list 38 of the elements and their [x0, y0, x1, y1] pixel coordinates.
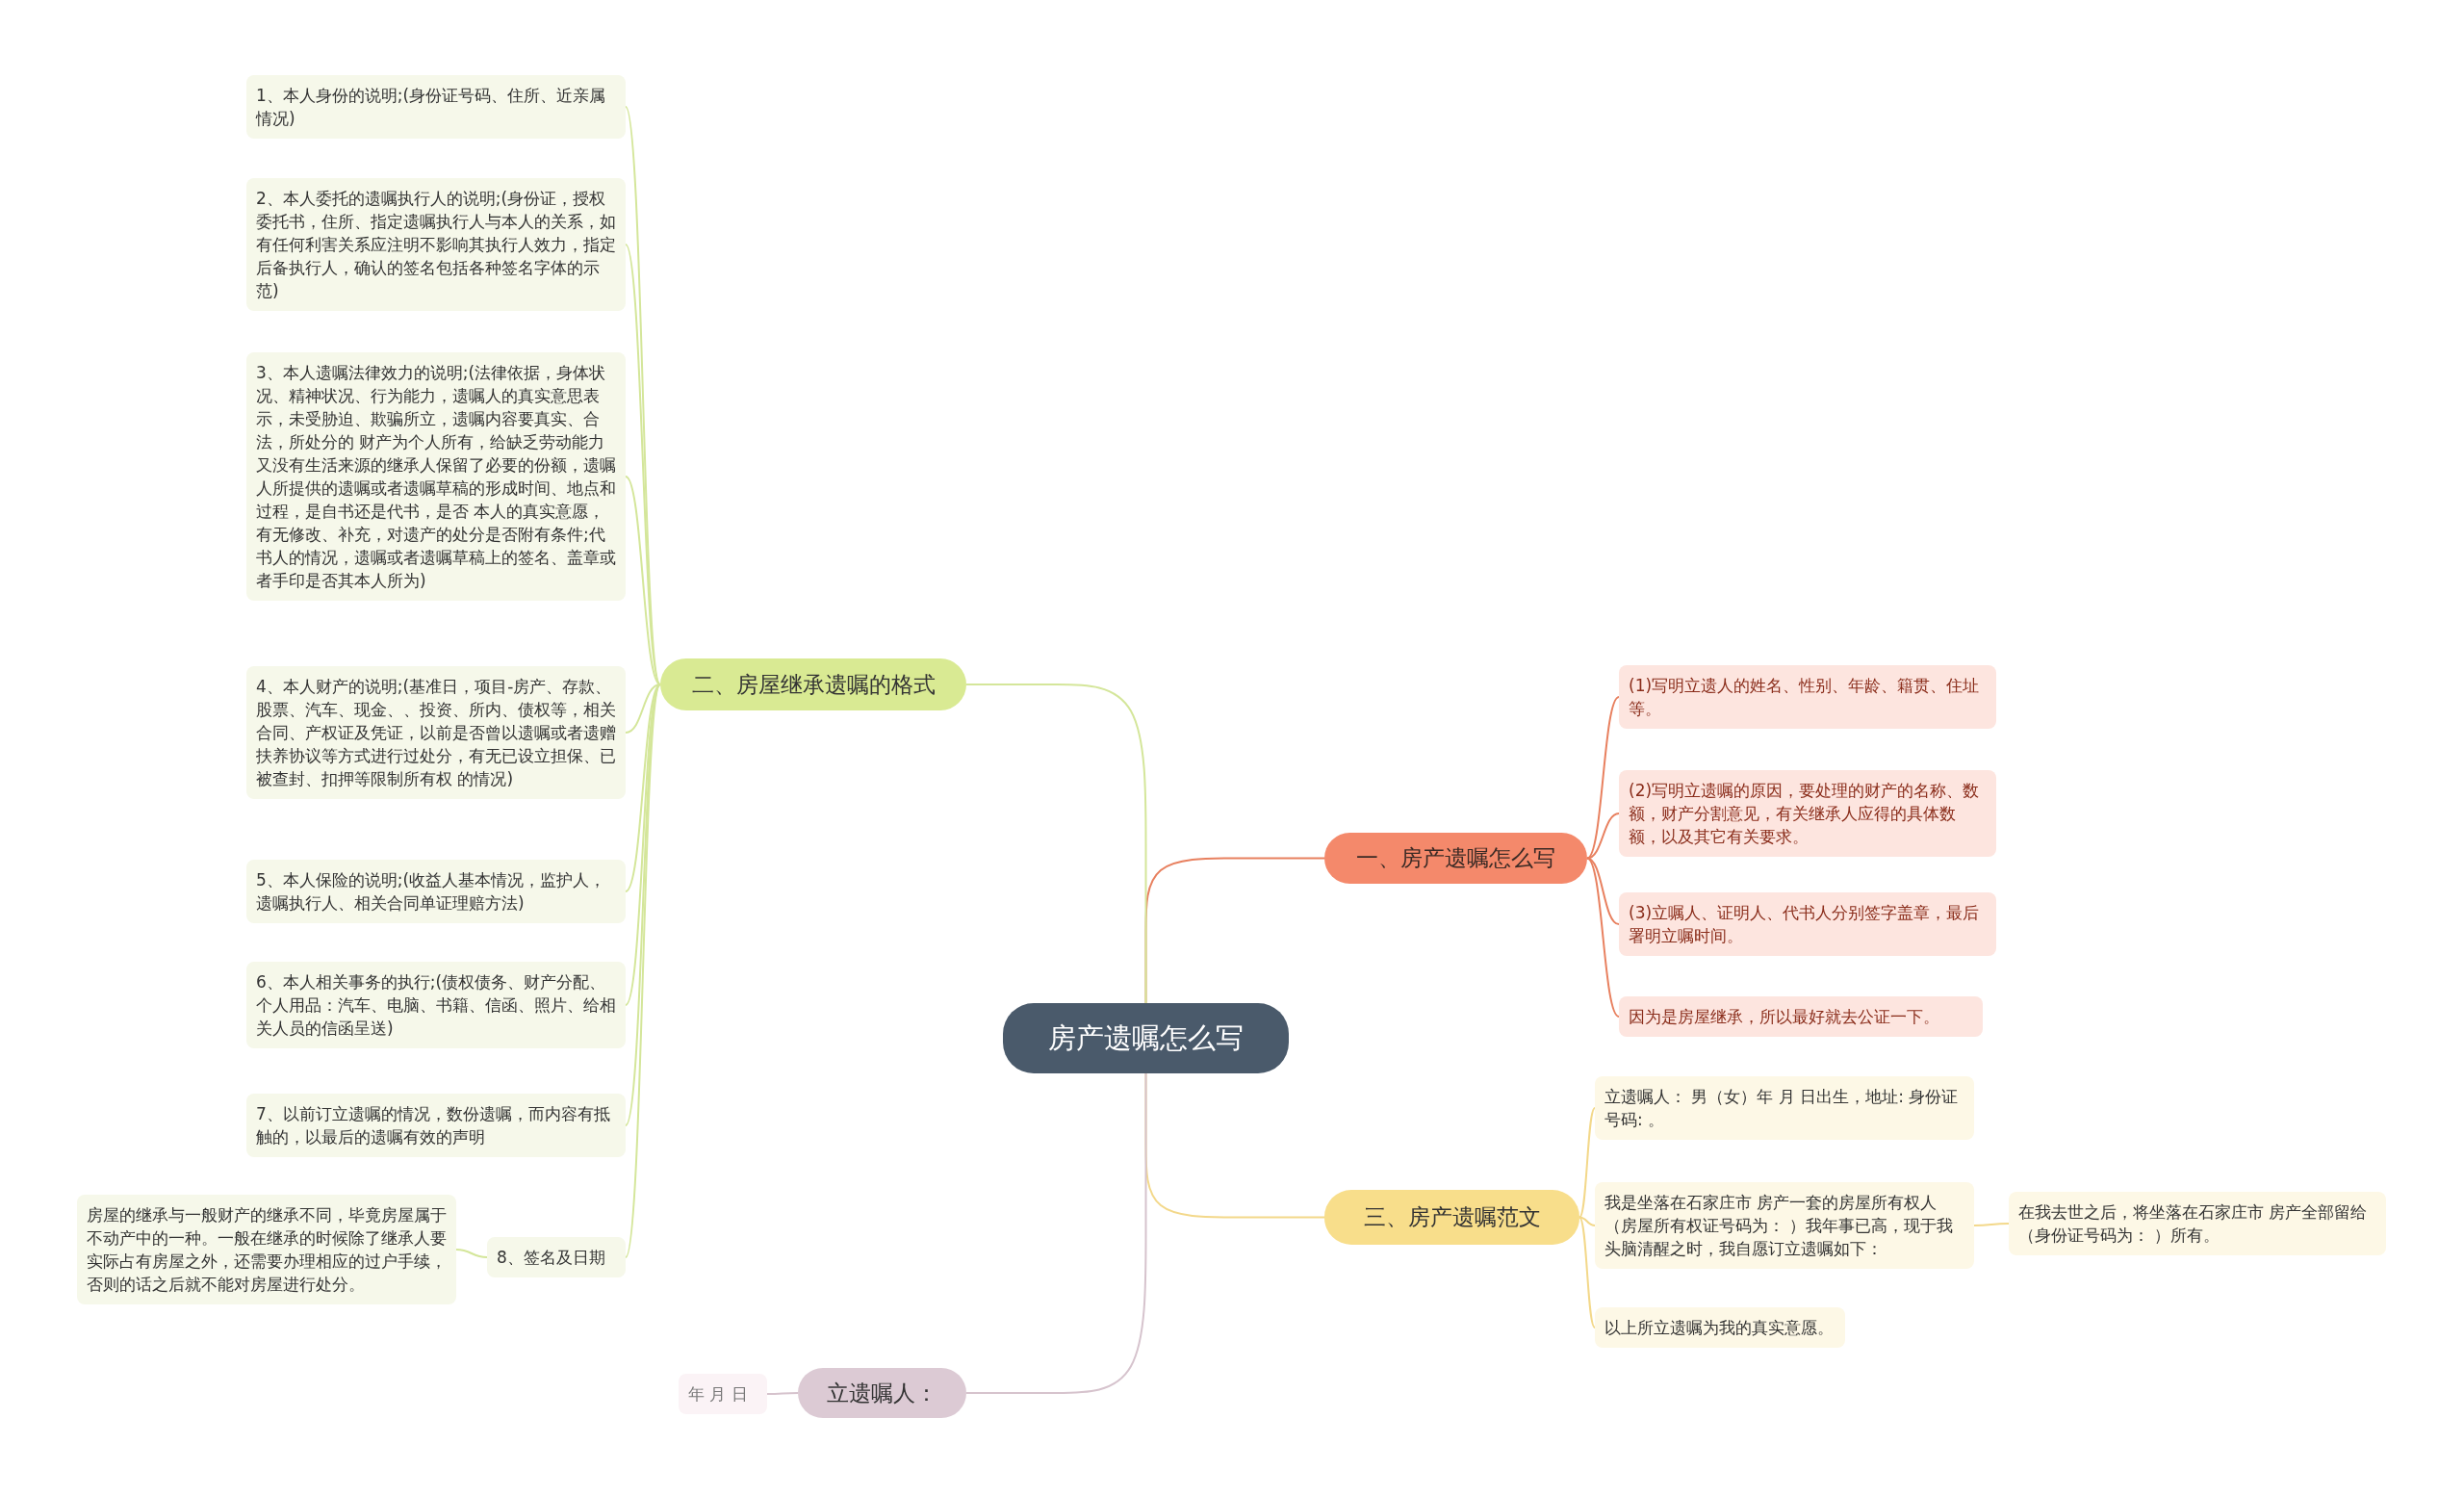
subtopic-card: 以上所立遗嘱为我的真实意愿。 [1595, 1307, 1845, 1348]
subtopic-card: 3、本人遗嘱法律效力的说明;(法律依据，身体状况、精神状况、行为能力，遗嘱人的真实意思表示，未受胁迫、欺骗所立，遗嘱内容要真实、合法，所处分的 财产为个人所有，给缺乏劳动能力又没有生活来源的继承人保留了必要的份额，遗嘱人所提供的遗嘱或者遗嘱草稿的形成时间、地点和过程，是自书还是代书，是否 本人的真实意愿，有无修改、补充，对遗产的处分是否附有条件;代书人的情况，遗嘱或者遗嘱草稿上的签名、盖章或者手印是否其本人所为) [246, 352, 626, 601]
connector-line [1973, 1223, 2010, 1226]
connector-line [965, 684, 1147, 1004]
subtopic-card: 5、本人保险的说明;(收益人基本情况，监护人，遗嘱执行人、相关合同单证理赔方法) [246, 860, 626, 923]
subtopic-card: 1、本人身份的说明;(身份证号码、住所、近亲属情况) [246, 75, 626, 139]
subtopic-card: 因为是房屋继承，所以最好就去公证一下。 [1619, 996, 1983, 1037]
connector-line [625, 684, 661, 734]
connector-line [625, 244, 661, 685]
branch-topic: 二、房屋继承遗嘱的格式 [660, 658, 966, 710]
connector-line [965, 1072, 1147, 1394]
connector-line [1586, 812, 1620, 860]
subtopic-card: (2)写明立遗嘱的原因，要处理的财产的名称、数额，财产分割意见，有关继承人应得的具体数额，以及其它有关要求。 [1619, 770, 1996, 857]
subtopic-card: 4、本人财产的说明;(基准日，项目-房产、存款、股票、汽车、现金、、投资、所内、债权等，相关合同、产权证及凭证，以前是否曾以遗嘱或者遗赠扶养协议等方式进行过处分，有无已设立担保、已被查封、扣押等限制所有权 的情况) [246, 666, 626, 799]
connector-line [455, 1249, 488, 1258]
connector-line [625, 684, 661, 1258]
connector-line [1578, 1216, 1596, 1226]
subtopic-card: 房屋的继承与一般财产的继承不同，毕竟房屋属于不动产中的一种。一般在继承的时候除了继承人要实际占有房屋之外，还需要办理相应的过户手续，否则的话之后就不能对房屋进行处分。 [77, 1195, 456, 1304]
subtopic-card: 8、签名及日期 [487, 1237, 626, 1277]
subtopic-card: 7、以前订立遗嘱的情况，数份遗嘱，而内容有抵触的，以最后的遗嘱有效的声明 [246, 1094, 626, 1157]
subtopic-card: (3)立嘱人、证明人、代书人分别签字盖章，最后署明立嘱时间。 [1619, 892, 1996, 956]
branch-topic: 立遗嘱人： [798, 1368, 966, 1418]
subtopic-card: 我是坐落在石家庄市 房产一套的房屋所有权人（房屋所有权证号码为： ）我年事已高，现于我头脑清醒之时，我自愿订立遗嘱如下： [1595, 1182, 1974, 1269]
subtopic-card: 2、本人委托的遗嘱执行人的说明;(身份证，授权委托书，住所、指定遗嘱执行人与本人的关系，如有任何利害关系应注明不影响其执行人效力，指定后备执行人，确认的签名包括各种签名字体的示范) [246, 178, 626, 311]
connector-line [766, 1392, 799, 1395]
branch-topic: 一、房产遗嘱怎么写 [1324, 833, 1587, 884]
subtopic-card: 年 月 日 [679, 1374, 767, 1414]
connector-line [1586, 696, 1620, 860]
subtopic-card: (1)写明立遗人的姓名、性别、年龄、籍贯、住址等。 [1619, 665, 1996, 729]
subtopic-card: 立遗嘱人： 男（女）年 月 日出生，地址: 身份证号码: 。 [1595, 1076, 1974, 1140]
branch-topic: 三、房产遗嘱范文 [1324, 1190, 1579, 1245]
connector-line [625, 476, 661, 685]
connector-line [1578, 1216, 1596, 1328]
connector-line [1586, 857, 1620, 1018]
subtopic-card: 6、本人相关事务的执行;(债权债务、财产分配、个人用品：汽车、电脑、书籍、信函、照片、给相关人员的信函呈送) [246, 962, 626, 1048]
root-topic: 房产遗嘱怎么写 [1003, 1003, 1289, 1073]
connector-line [1578, 1107, 1596, 1219]
subtopic-card: 在我去世之后，将坐落在石家庄市 房产全部留给（身份证号码为： ）所有。 [2009, 1192, 2386, 1255]
